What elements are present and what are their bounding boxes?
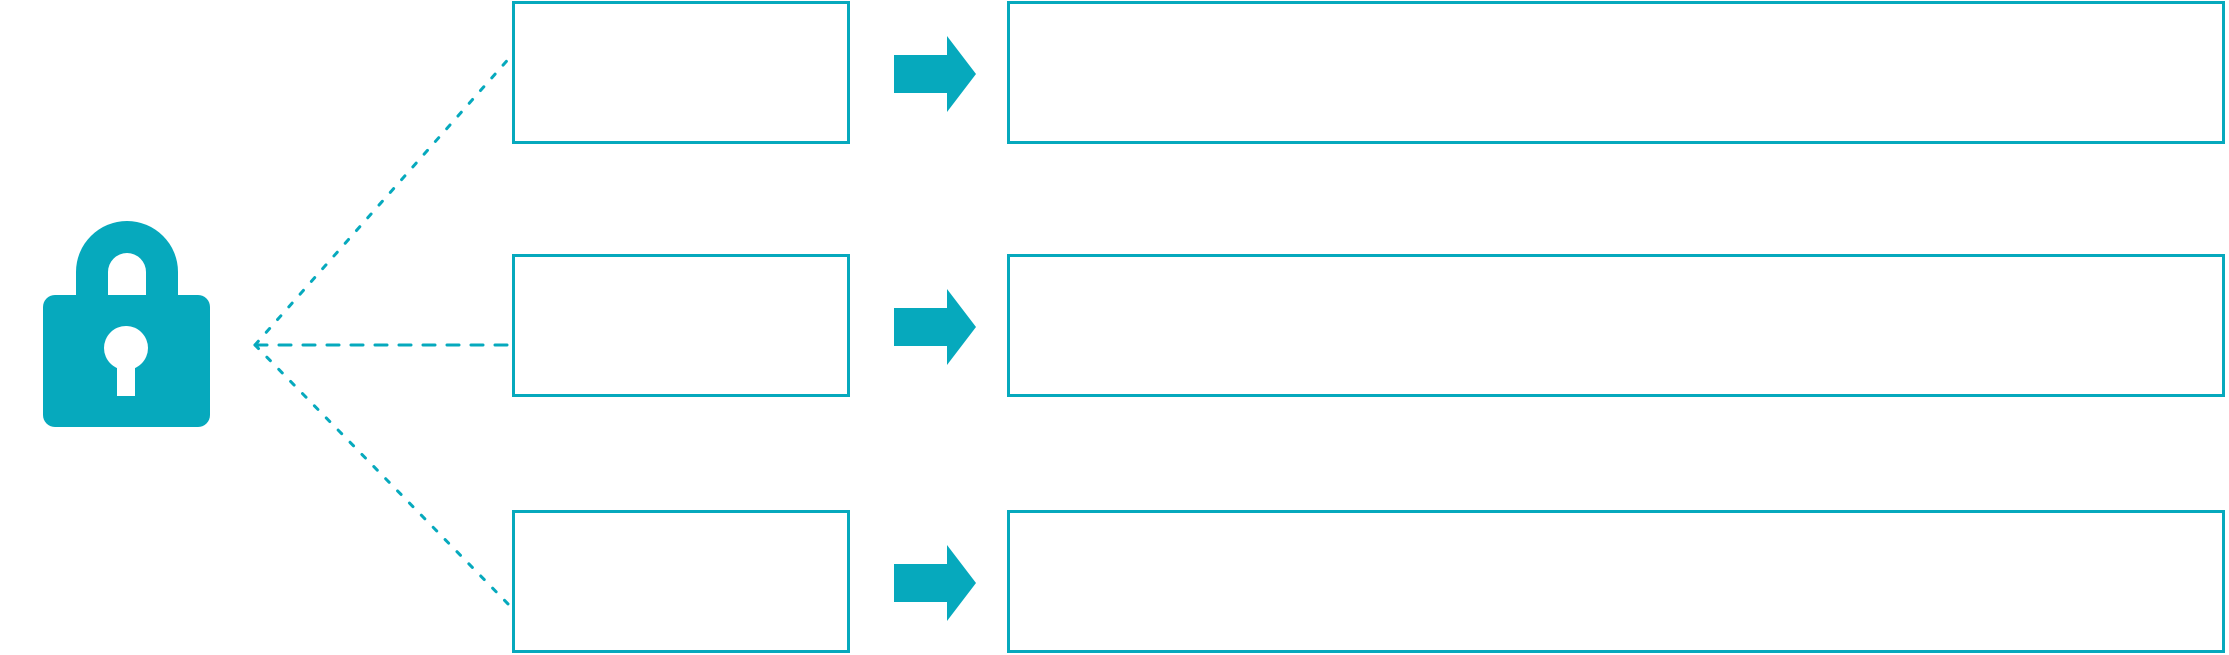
left-box-row1[interactable] <box>512 1 850 144</box>
right-box-row2[interactable] <box>1007 254 2225 397</box>
right-box-label-row1 <box>1007 1 2225 144</box>
right-box-label-row2 <box>1007 254 2225 397</box>
left-box-row2[interactable] <box>512 254 850 397</box>
left-box-label-row2 <box>512 254 850 397</box>
lock-icon <box>43 221 210 427</box>
lock-icon-label <box>30 430 225 470</box>
connector-lines <box>253 53 514 610</box>
left-box-row3[interactable] <box>512 510 850 653</box>
arrow-right-icon-row2 <box>894 289 976 365</box>
arrow-right-icon-row1 <box>894 36 976 112</box>
right-box-label-row3 <box>1007 510 2225 653</box>
arrow-right-icon-row3 <box>894 545 976 621</box>
connector-line-row1 <box>253 53 514 347</box>
right-box-row3[interactable] <box>1007 510 2225 653</box>
connector-line-row3 <box>253 343 514 610</box>
left-box-label-row3 <box>512 510 850 653</box>
right-box-row1[interactable] <box>1007 1 2225 144</box>
left-box-label-row1 <box>512 1 850 144</box>
